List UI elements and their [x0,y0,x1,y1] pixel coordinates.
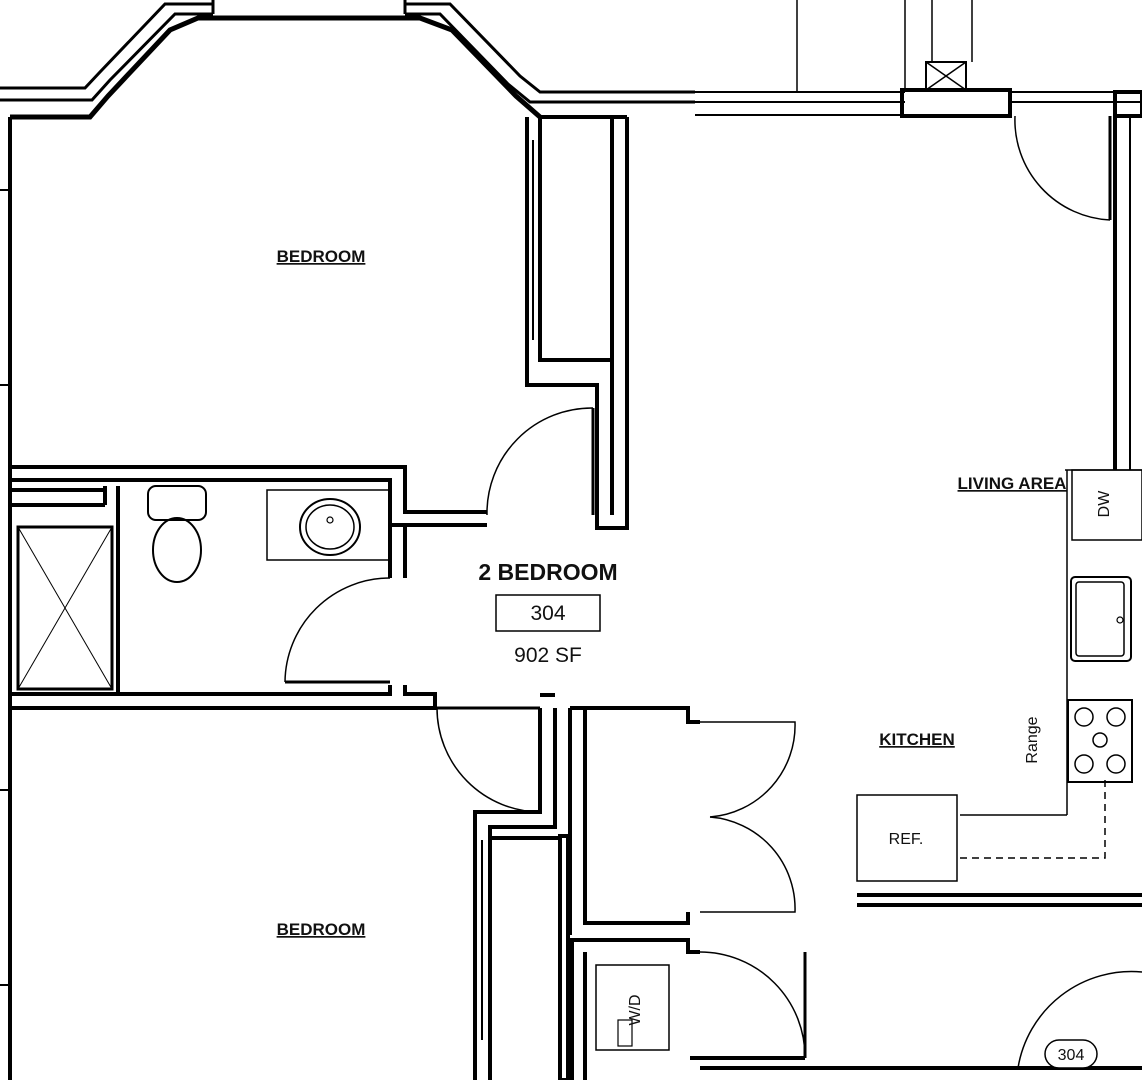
laundry-fixtures [595,964,670,1051]
bathroom-fixtures [16,485,391,691]
refrigerator-label: REF. [889,831,924,848]
unit-number-label: 304 [530,602,565,625]
kitchen-fixtures [856,469,1142,882]
washer-dryer-label: W/D [627,994,644,1025]
bedroom-top-label: BEDROOM [277,247,366,266]
range-label: Range [1024,716,1041,763]
living-area-label: LIVING AREA [958,474,1067,493]
unit-tag-bubble [1044,1039,1098,1069]
unit-area-label: 902 SF [514,644,582,667]
bedroom-bottom-label: BEDROOM [277,920,366,939]
unit-number-box [495,594,601,632]
dishwasher-label: DW [1096,490,1113,518]
unit-tag-label: 304 [1058,1047,1085,1064]
unit-type-label: 2 BEDROOM [478,559,617,585]
door-swings [284,115,1142,1069]
kitchen-label: KITCHEN [879,730,955,749]
interior-walls [10,115,1142,1080]
